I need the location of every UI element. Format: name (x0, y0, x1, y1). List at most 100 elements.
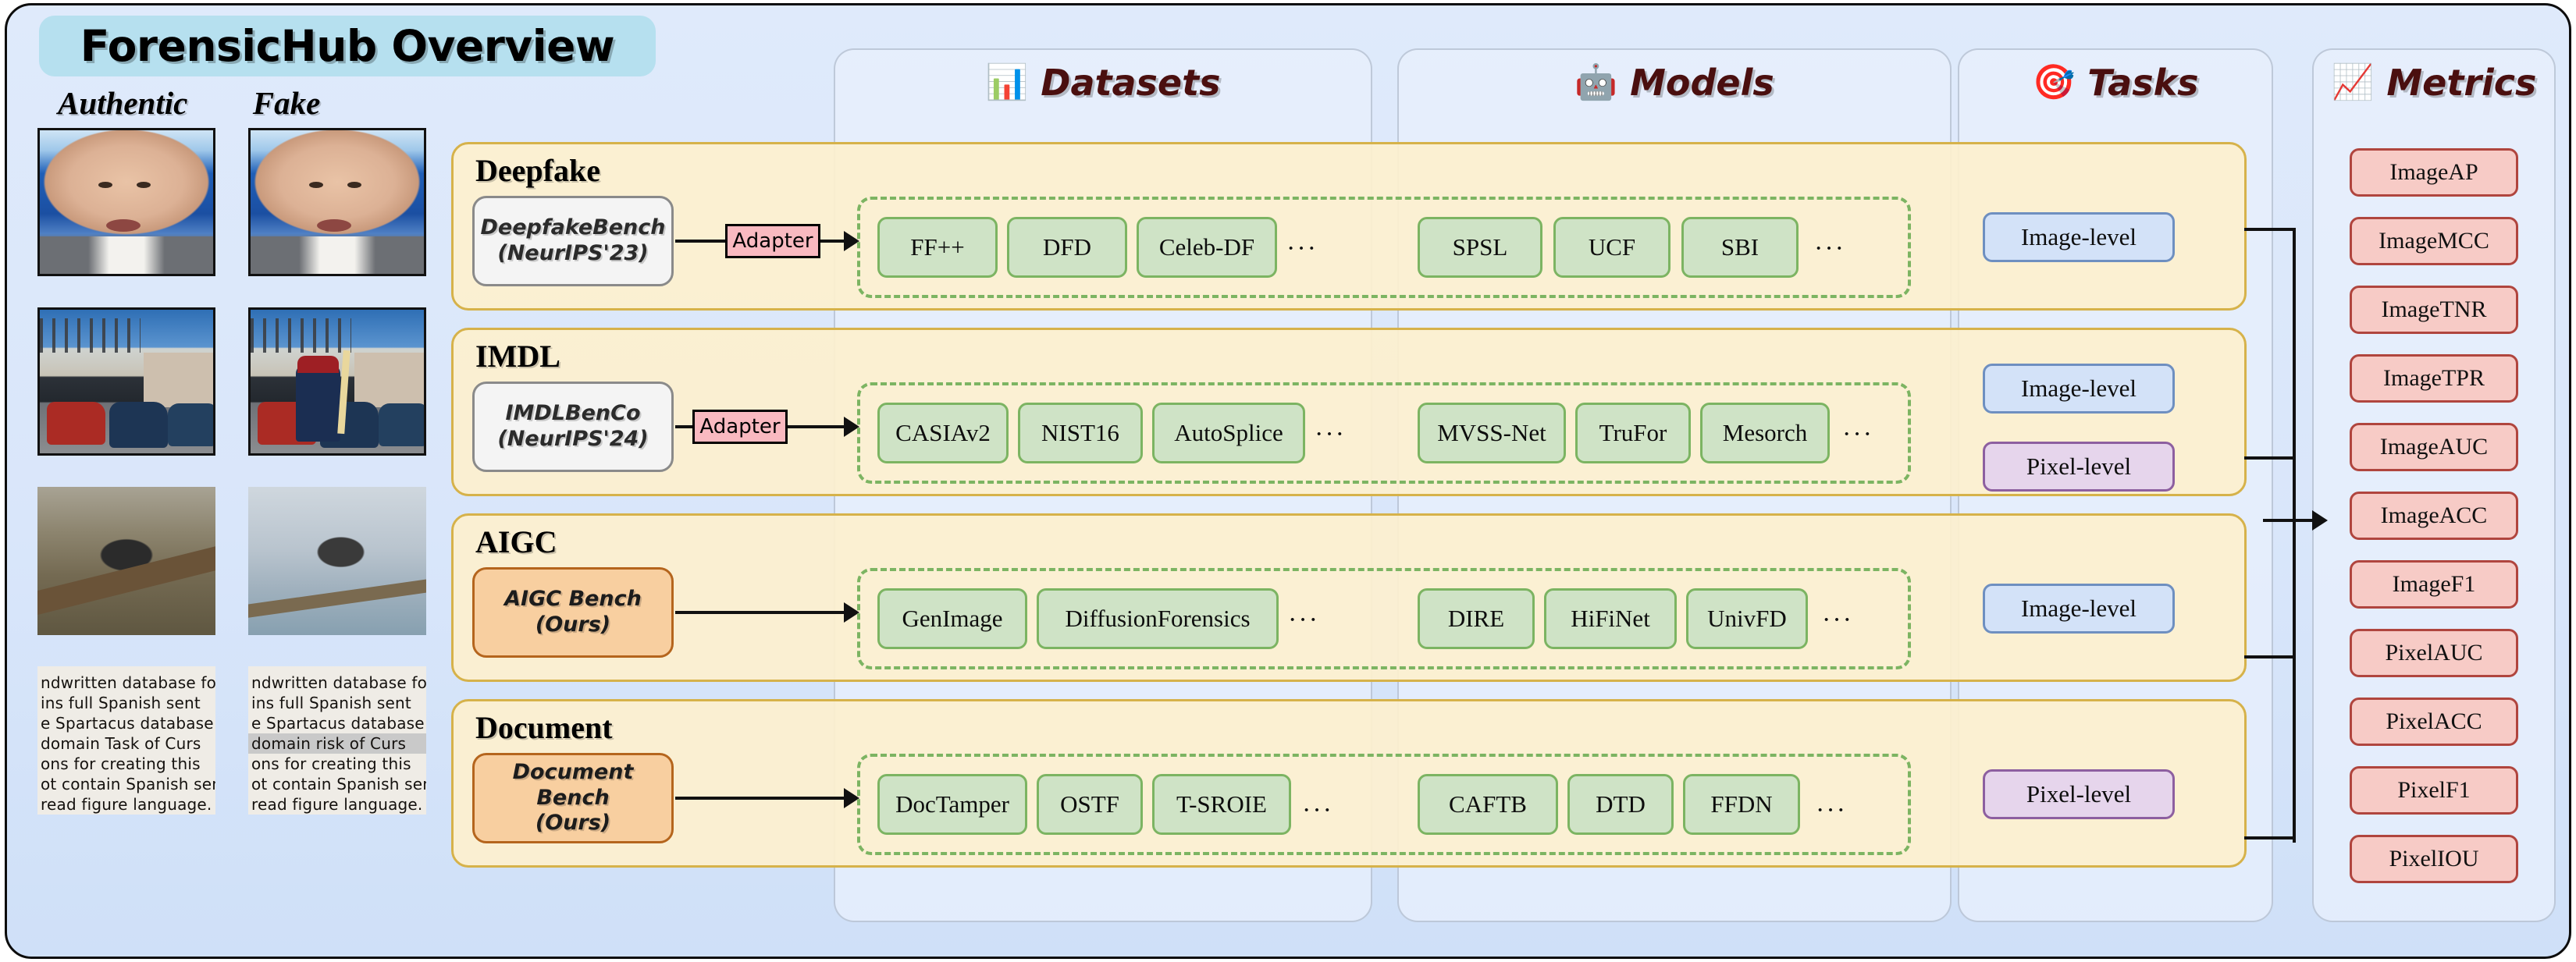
metric-pill[interactable]: ImageMCC (2350, 217, 2518, 265)
model-chip[interactable]: TruFor (1575, 403, 1691, 463)
task-pill-image-level[interactable]: Image-level (1983, 212, 2175, 262)
dataset-chip[interactable]: AutoSplice (1152, 403, 1305, 463)
thumbnail-face-fake (248, 128, 426, 276)
doc-line: ons for creating this (41, 754, 201, 773)
bench-name: AIGC Bench (504, 587, 642, 612)
gallery-headers: Authentic Fake (58, 84, 429, 122)
dataset-chip[interactable]: CASIAv2 (877, 403, 1009, 463)
metric-pill[interactable]: PixelIOU (2350, 835, 2518, 883)
gallery-header-authentic: Authentic (58, 85, 188, 121)
connector-line (675, 611, 844, 614)
metric-pill[interactable]: ImageTNR (2350, 286, 2518, 334)
dataset-chip[interactable]: NIST16 (1018, 403, 1143, 463)
dataset-more-dots: ··· (1288, 605, 1319, 634)
doc-line: ot contain Spanish sen (251, 775, 426, 793)
model-chip[interactable]: UnivFD (1686, 588, 1808, 649)
model-chip[interactable]: FFDN (1683, 774, 1800, 835)
bench-box-deepfakebench[interactable]: DeepfakeBench (NeurIPS'23) (472, 196, 674, 286)
row-title-aigc: AIGC (475, 524, 557, 559)
bench-box-document[interactable]: Document Bench (Ours) (472, 753, 674, 843)
doc-line: ndwritten database fo (251, 673, 426, 692)
gallery-row-deepfake (37, 128, 429, 276)
bench-box-aigc[interactable]: AIGC Bench (Ours) (472, 567, 674, 658)
dataset-chip[interactable]: Celeb-DF (1137, 217, 1277, 278)
thumbnail-face-authentic (37, 128, 215, 276)
bench-venue: (NeurIPS'24) (497, 427, 649, 451)
doc-line: ons for creating this (251, 754, 411, 773)
metric-pill[interactable]: PixelF1 (2350, 766, 2518, 815)
doc-line: e Spartacus database (41, 714, 214, 733)
dataset-chip[interactable]: T-SROIE (1152, 774, 1291, 835)
row-deepfake: Deepfake DeepfakeBench (NeurIPS'23) Adap… (451, 142, 2247, 311)
model-chip[interactable]: UCF (1553, 217, 1670, 278)
model-chip[interactable]: SPSL (1418, 217, 1542, 278)
task-pill-image-level[interactable]: Image-level (1983, 584, 2175, 634)
thumbnail-street-fake (248, 307, 426, 456)
bench-box-imdlbenco[interactable]: IMDLBenCo (NeurIPS'24) (472, 382, 674, 472)
model-chip[interactable]: SBI (1681, 217, 1799, 278)
model-chip[interactable]: DTD (1567, 774, 1674, 835)
model-chip[interactable]: Mesorch (1700, 403, 1830, 463)
doc-line: read figure language. (41, 795, 212, 814)
metric-pill[interactable]: PixelAUC (2350, 629, 2518, 677)
page-title: ForensicHub Overview (39, 16, 656, 76)
metric-pill[interactable]: ImageTPR (2350, 354, 2518, 403)
adapter-badge-deepfake: Adapter (725, 224, 820, 258)
dataset-more-dots: ··· (1286, 234, 1318, 263)
arrow-head (844, 602, 859, 623)
metric-pill[interactable]: ImageAUC (2350, 423, 2518, 471)
gallery-row-aigc (37, 487, 429, 635)
example-gallery: Authentic Fake (31, 84, 429, 927)
bench-name: Document Bench (512, 759, 634, 810)
dataset-chip[interactable]: DocTamper (877, 774, 1027, 835)
dataset-chip[interactable]: DFD (1007, 217, 1127, 278)
dataset-chip[interactable]: FF++ (877, 217, 998, 278)
model-more-dots: ··· (1816, 796, 1847, 825)
dataset-chip[interactable]: GenImage (877, 588, 1027, 649)
metric-pill[interactable]: PixelACC (2350, 698, 2518, 746)
doc-line-tampered: domain risk of Curs (248, 733, 426, 754)
model-more-dots: ··· (1822, 605, 1853, 634)
task-pill-image-level[interactable]: Image-level (1983, 364, 2175, 414)
row-imdl: IMDL IMDLBenCo (NeurIPS'24) Adapter (451, 328, 2247, 496)
task-pill-pixel-level[interactable]: Pixel-level (1983, 442, 2175, 492)
doc-line: ins full Spanish sent (251, 694, 411, 712)
dataset-chip[interactable]: DiffusionForensics (1037, 588, 1279, 649)
bench-name: IMDLBenCo (505, 401, 641, 426)
model-chip[interactable]: MVSS-Net (1418, 403, 1566, 463)
doc-line: ot contain Spanish sen (41, 775, 215, 793)
bracket-arrow-head (2312, 510, 2328, 531)
doc-line: e Spartacus database (251, 714, 425, 733)
thumbnail-document-fake: ndwritten database fo ins full Spanish s… (248, 666, 426, 815)
model-more-dots: ··· (1842, 420, 1873, 449)
metric-pill[interactable]: ImageF1 (2350, 560, 2518, 609)
task-pill-pixel-level[interactable]: Pixel-level (1983, 769, 2175, 819)
thumbnail-bird-fake (248, 487, 426, 635)
model-chip[interactable]: DIRE (1418, 588, 1535, 649)
dataset-more-dots: ··· (1302, 796, 1333, 825)
bench-name: DeepfakeBench (480, 215, 666, 240)
metric-pill[interactable]: ImageAP (2350, 148, 2518, 197)
bench-venue: (Ours) (535, 811, 611, 836)
bracket-stub-aigc (2244, 655, 2296, 658)
connector-line (820, 240, 844, 243)
model-chip[interactable]: HiFiNet (1544, 588, 1677, 649)
connector-line (788, 425, 844, 428)
thumbnail-street-authentic (37, 307, 215, 456)
bracket-arrow-shaft (2263, 519, 2316, 522)
connector-line (675, 240, 725, 243)
row-title-imdl: IMDL (475, 339, 560, 374)
row-title-document: Document (475, 710, 613, 745)
doc-line: ins full Spanish sent (41, 694, 201, 712)
bench-venue: (NeurIPS'23) (497, 241, 649, 265)
arrow-head (844, 417, 859, 437)
arrow-head (844, 231, 859, 251)
gallery-row-document: ndwritten database fo ins full Spanish s… (37, 666, 429, 815)
connector-line (675, 797, 844, 800)
metric-pill[interactable]: ImageACC (2350, 492, 2518, 540)
thumbnail-document-authentic: ndwritten database fo ins full Spanish s… (37, 666, 215, 815)
model-chip[interactable]: CAFTB (1418, 774, 1558, 835)
dataset-chip[interactable]: OSTF (1037, 774, 1143, 835)
model-more-dots: ··· (1814, 234, 1845, 263)
